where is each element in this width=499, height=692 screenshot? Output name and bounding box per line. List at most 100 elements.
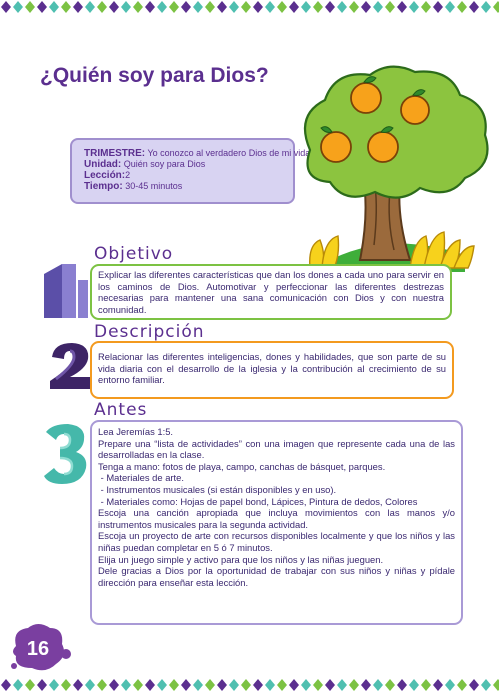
unidad-row: Unidad: Quién soy para Dios: [84, 159, 206, 170]
border-diamond: [37, 1, 47, 13]
border-diamond: [325, 679, 335, 691]
border-diamond: [289, 679, 299, 691]
border-diamond: [253, 679, 263, 691]
top-diamond-border: [1, 1, 499, 13]
border-diamond: [409, 679, 419, 691]
border-diamond: [97, 1, 107, 13]
border-diamond: [481, 1, 491, 13]
border-diamond: [145, 679, 155, 691]
orange-fruit: [400, 89, 430, 125]
border-diamond: [157, 1, 167, 13]
border-diamond: [445, 679, 455, 691]
border-diamond: [181, 679, 191, 691]
border-diamond: [169, 679, 179, 691]
border-diamond: [85, 1, 95, 13]
border-diamond: [25, 1, 35, 13]
lesson-info-box: TRIMESTRE: Yo conozco al verdadero Dios …: [70, 138, 311, 204]
border-diamond: [25, 679, 35, 691]
border-diamond: [229, 1, 239, 13]
border-diamond: [457, 1, 467, 13]
border-diamond: [385, 1, 395, 13]
page-title: ¿Quién soy para Dios?: [40, 64, 269, 87]
border-diamond: [229, 679, 239, 691]
border-diamond: [337, 1, 347, 13]
border-diamond: [445, 1, 455, 13]
border-diamond: [373, 1, 383, 13]
border-diamond: [1, 1, 11, 13]
border-diamond: [337, 679, 347, 691]
border-diamond: [265, 679, 275, 691]
border-diamond: [73, 679, 83, 691]
orange-fruit: [320, 126, 352, 163]
bottom-diamond-border: [1, 679, 499, 691]
antes-line: - Materiales de arte.: [98, 472, 184, 484]
border-diamond: [217, 1, 227, 13]
border-diamond: [313, 679, 323, 691]
border-diamond: [205, 1, 215, 13]
border-diamond: [349, 1, 359, 13]
border-diamond: [205, 679, 215, 691]
border-diamond: [109, 679, 119, 691]
border-diamond: [157, 679, 167, 691]
section-number-2: [50, 343, 90, 389]
border-diamond: [49, 1, 59, 13]
page-number: 16: [27, 638, 49, 660]
border-diamond: [193, 1, 203, 13]
orange-fruit: [367, 126, 399, 163]
border-diamond: [421, 1, 431, 13]
border-diamond: [265, 1, 275, 13]
border-diamond: [361, 1, 371, 13]
border-diamond: [181, 1, 191, 13]
section-number-1: [44, 264, 88, 318]
page-number-badge: 16: [11, 624, 71, 671]
border-diamond: [361, 679, 371, 691]
border-diamond: [133, 679, 143, 691]
border-diamond: [97, 679, 107, 691]
border-diamond: [145, 1, 155, 13]
border-diamond: [61, 679, 71, 691]
border-diamond: [301, 679, 311, 691]
orange-tree-illustration: [303, 65, 489, 272]
border-diamond: [73, 1, 83, 13]
border-diamond: [469, 679, 479, 691]
antes-line: Escoja un proyecto de arte con recursos …: [98, 530, 455, 553]
antes-line: Elija un juego simple y activo para que …: [98, 553, 384, 565]
border-diamond: [313, 1, 323, 13]
border-diamond: [241, 679, 251, 691]
antes-line: - Materiales como: Hojas de papel bond, …: [98, 495, 418, 507]
border-diamond: [121, 1, 131, 13]
tiempo-row: Tiempo: 30-45 minutos: [84, 181, 183, 192]
border-diamond: [49, 679, 59, 691]
trimestre-row: TRIMESTRE: Yo conozco al verdadero Dios …: [84, 148, 311, 159]
border-diamond: [133, 1, 143, 13]
border-diamond: [397, 679, 407, 691]
border-diamond: [253, 1, 263, 13]
border-diamond: [1, 679, 11, 691]
border-diamond: [13, 1, 23, 13]
descripcion-box: Relacionar las diferentes inteligencias,…: [90, 341, 454, 399]
section-title-antes: Antes: [94, 400, 148, 420]
border-diamond: [469, 1, 479, 13]
border-diamond: [325, 1, 335, 13]
section-number-3: [44, 424, 87, 484]
orange-fruit: [350, 76, 382, 114]
antes-line: Escoja una canción apropiada que incluya…: [98, 507, 455, 530]
antes-line: Tenga a mano: fotos de playa, campo, can…: [98, 460, 386, 472]
border-diamond: [13, 679, 23, 691]
antes-line: Lea Jeremías 1:5.: [98, 426, 174, 437]
border-diamond: [349, 679, 359, 691]
border-diamond: [409, 1, 419, 13]
border-diamond: [109, 1, 119, 13]
border-diamond: [277, 1, 287, 13]
border-diamond: [397, 1, 407, 13]
border-diamond: [373, 679, 383, 691]
border-diamond: [289, 1, 299, 13]
border-diamond: [493, 679, 499, 691]
antes-line: - Instrumentos musicales (si están dispo…: [98, 483, 337, 495]
border-diamond: [169, 1, 179, 13]
antes-box: Lea Jeremías 1:5. Prepare una “lista de …: [90, 420, 463, 625]
section-title-objetivo: Objetivo: [94, 244, 174, 264]
border-diamond: [457, 679, 467, 691]
border-diamond: [61, 1, 71, 13]
border-diamond: [217, 679, 227, 691]
